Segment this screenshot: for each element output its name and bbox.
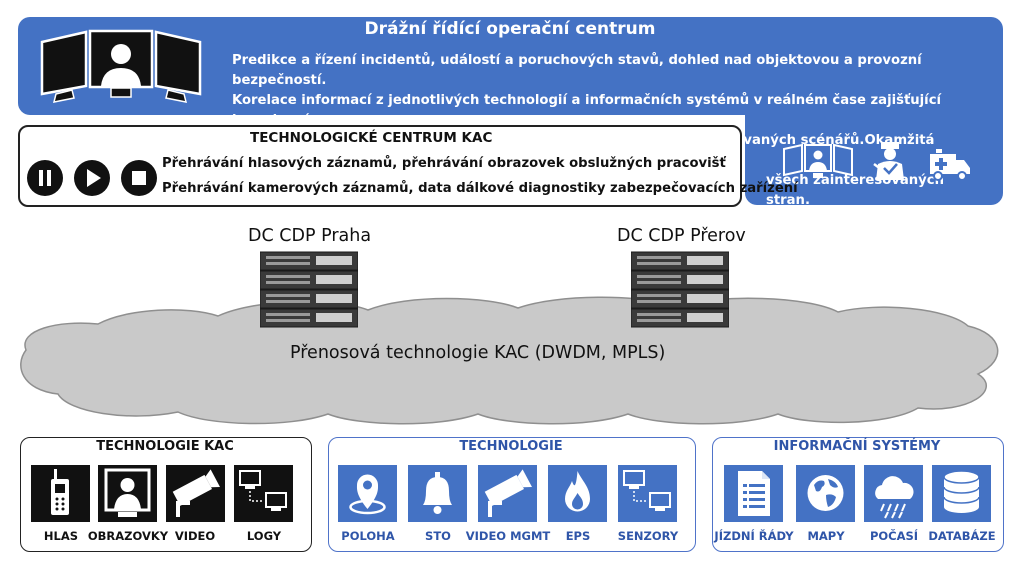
tile-databaze-label: DATABÁZE: [928, 529, 996, 543]
play-button[interactable]: [74, 160, 110, 196]
tile-obrazovky[interactable]: [98, 465, 157, 522]
banner-extension: [745, 100, 1003, 205]
ambulance-icon: [930, 149, 970, 181]
tile-jizdni-rady[interactable]: [724, 465, 783, 522]
tile-logy[interactable]: [234, 465, 293, 522]
network-computers-icon: [623, 470, 671, 511]
banner-line-2: Korelace informací z jednotlivých techno…: [232, 93, 942, 128]
tile-senzory[interactable]: [618, 465, 677, 522]
radio-icon: [51, 469, 69, 515]
dc-praha-label: DC CDP Praha: [248, 226, 372, 246]
banner-line-1: Predikce a řízení incidentů, událostí a …: [232, 53, 922, 88]
camera-icon: [484, 469, 533, 517]
tile-eps[interactable]: [548, 465, 607, 522]
fire-icon: [565, 471, 590, 512]
group-technologie-kac-title: TECHNOLOGIE KAC: [96, 439, 234, 454]
weather-icon: [875, 476, 914, 519]
tile-hlas-label: HLAS: [43, 529, 79, 543]
server-rack-praha: [260, 251, 358, 328]
tile-hlas[interactable]: [31, 465, 90, 522]
technology-center-line-2: Přehrávání kamerových záznamů, data dálk…: [162, 181, 798, 196]
operator-monitors-icon: [40, 29, 202, 103]
tile-senzory-label: SENZORY: [617, 529, 679, 543]
operator-screen-icon: [104, 468, 151, 517]
tile-obrazovky-label: OBRAZOVKY: [87, 529, 169, 543]
tile-sto-label: STO: [425, 529, 451, 543]
dc-prerov-label: DC CDP Přerov: [617, 226, 746, 246]
banner-title: Drážní řídící operační centrum: [364, 19, 656, 39]
tile-pocasi[interactable]: [864, 465, 923, 522]
database-icon: [943, 470, 980, 513]
tile-databaze[interactable]: [932, 465, 991, 522]
bell-icon: [423, 472, 452, 514]
tile-logy-label: LOGY: [246, 529, 282, 543]
network-technology-label: Přenosová technologie KAC (DWDM, MPLS): [290, 343, 666, 363]
stop-button[interactable]: [121, 160, 157, 196]
group-technologie-title: TECHNOLOGIE: [459, 439, 563, 454]
document-icon: [738, 471, 770, 516]
tile-eps-label: EPS: [565, 529, 591, 543]
tile-sto[interactable]: [408, 465, 467, 522]
tile-video-mgmt[interactable]: [478, 465, 537, 522]
tile-mapy[interactable]: [796, 465, 855, 522]
pause-button[interactable]: [27, 160, 63, 196]
operator-screens-small-icon: [783, 143, 853, 178]
tile-jizdni-rady-label: JÍZDNÍ ŘÁDY: [714, 529, 794, 543]
technology-center-line-1: Přehrávání hlasových záznamů, přehrávání…: [162, 156, 726, 171]
tile-video-label: VIDEO: [174, 529, 216, 543]
location-pin-icon: [349, 474, 386, 515]
globe-icon: [807, 475, 844, 511]
network-computers-icon: [239, 470, 287, 511]
group-informacni-systemy-title: INFORMAČNÍ SYSTÉMY: [773, 439, 941, 454]
guard-icon: [873, 142, 904, 180]
tile-pocasi-label: POČASÍ: [869, 529, 919, 543]
tile-mapy-label: MAPY: [807, 529, 845, 543]
server-rack-prerov: [631, 251, 729, 328]
tile-poloha[interactable]: [338, 465, 397, 522]
camera-icon: [172, 469, 221, 517]
tile-poloha-label: POLOHA: [341, 529, 395, 543]
tile-video-mgmt-label: VIDEO MGMT: [465, 529, 551, 543]
tile-video[interactable]: [166, 465, 225, 522]
technology-center-title: TECHNOLOGICKÉ CENTRUM KAC: [250, 130, 493, 146]
